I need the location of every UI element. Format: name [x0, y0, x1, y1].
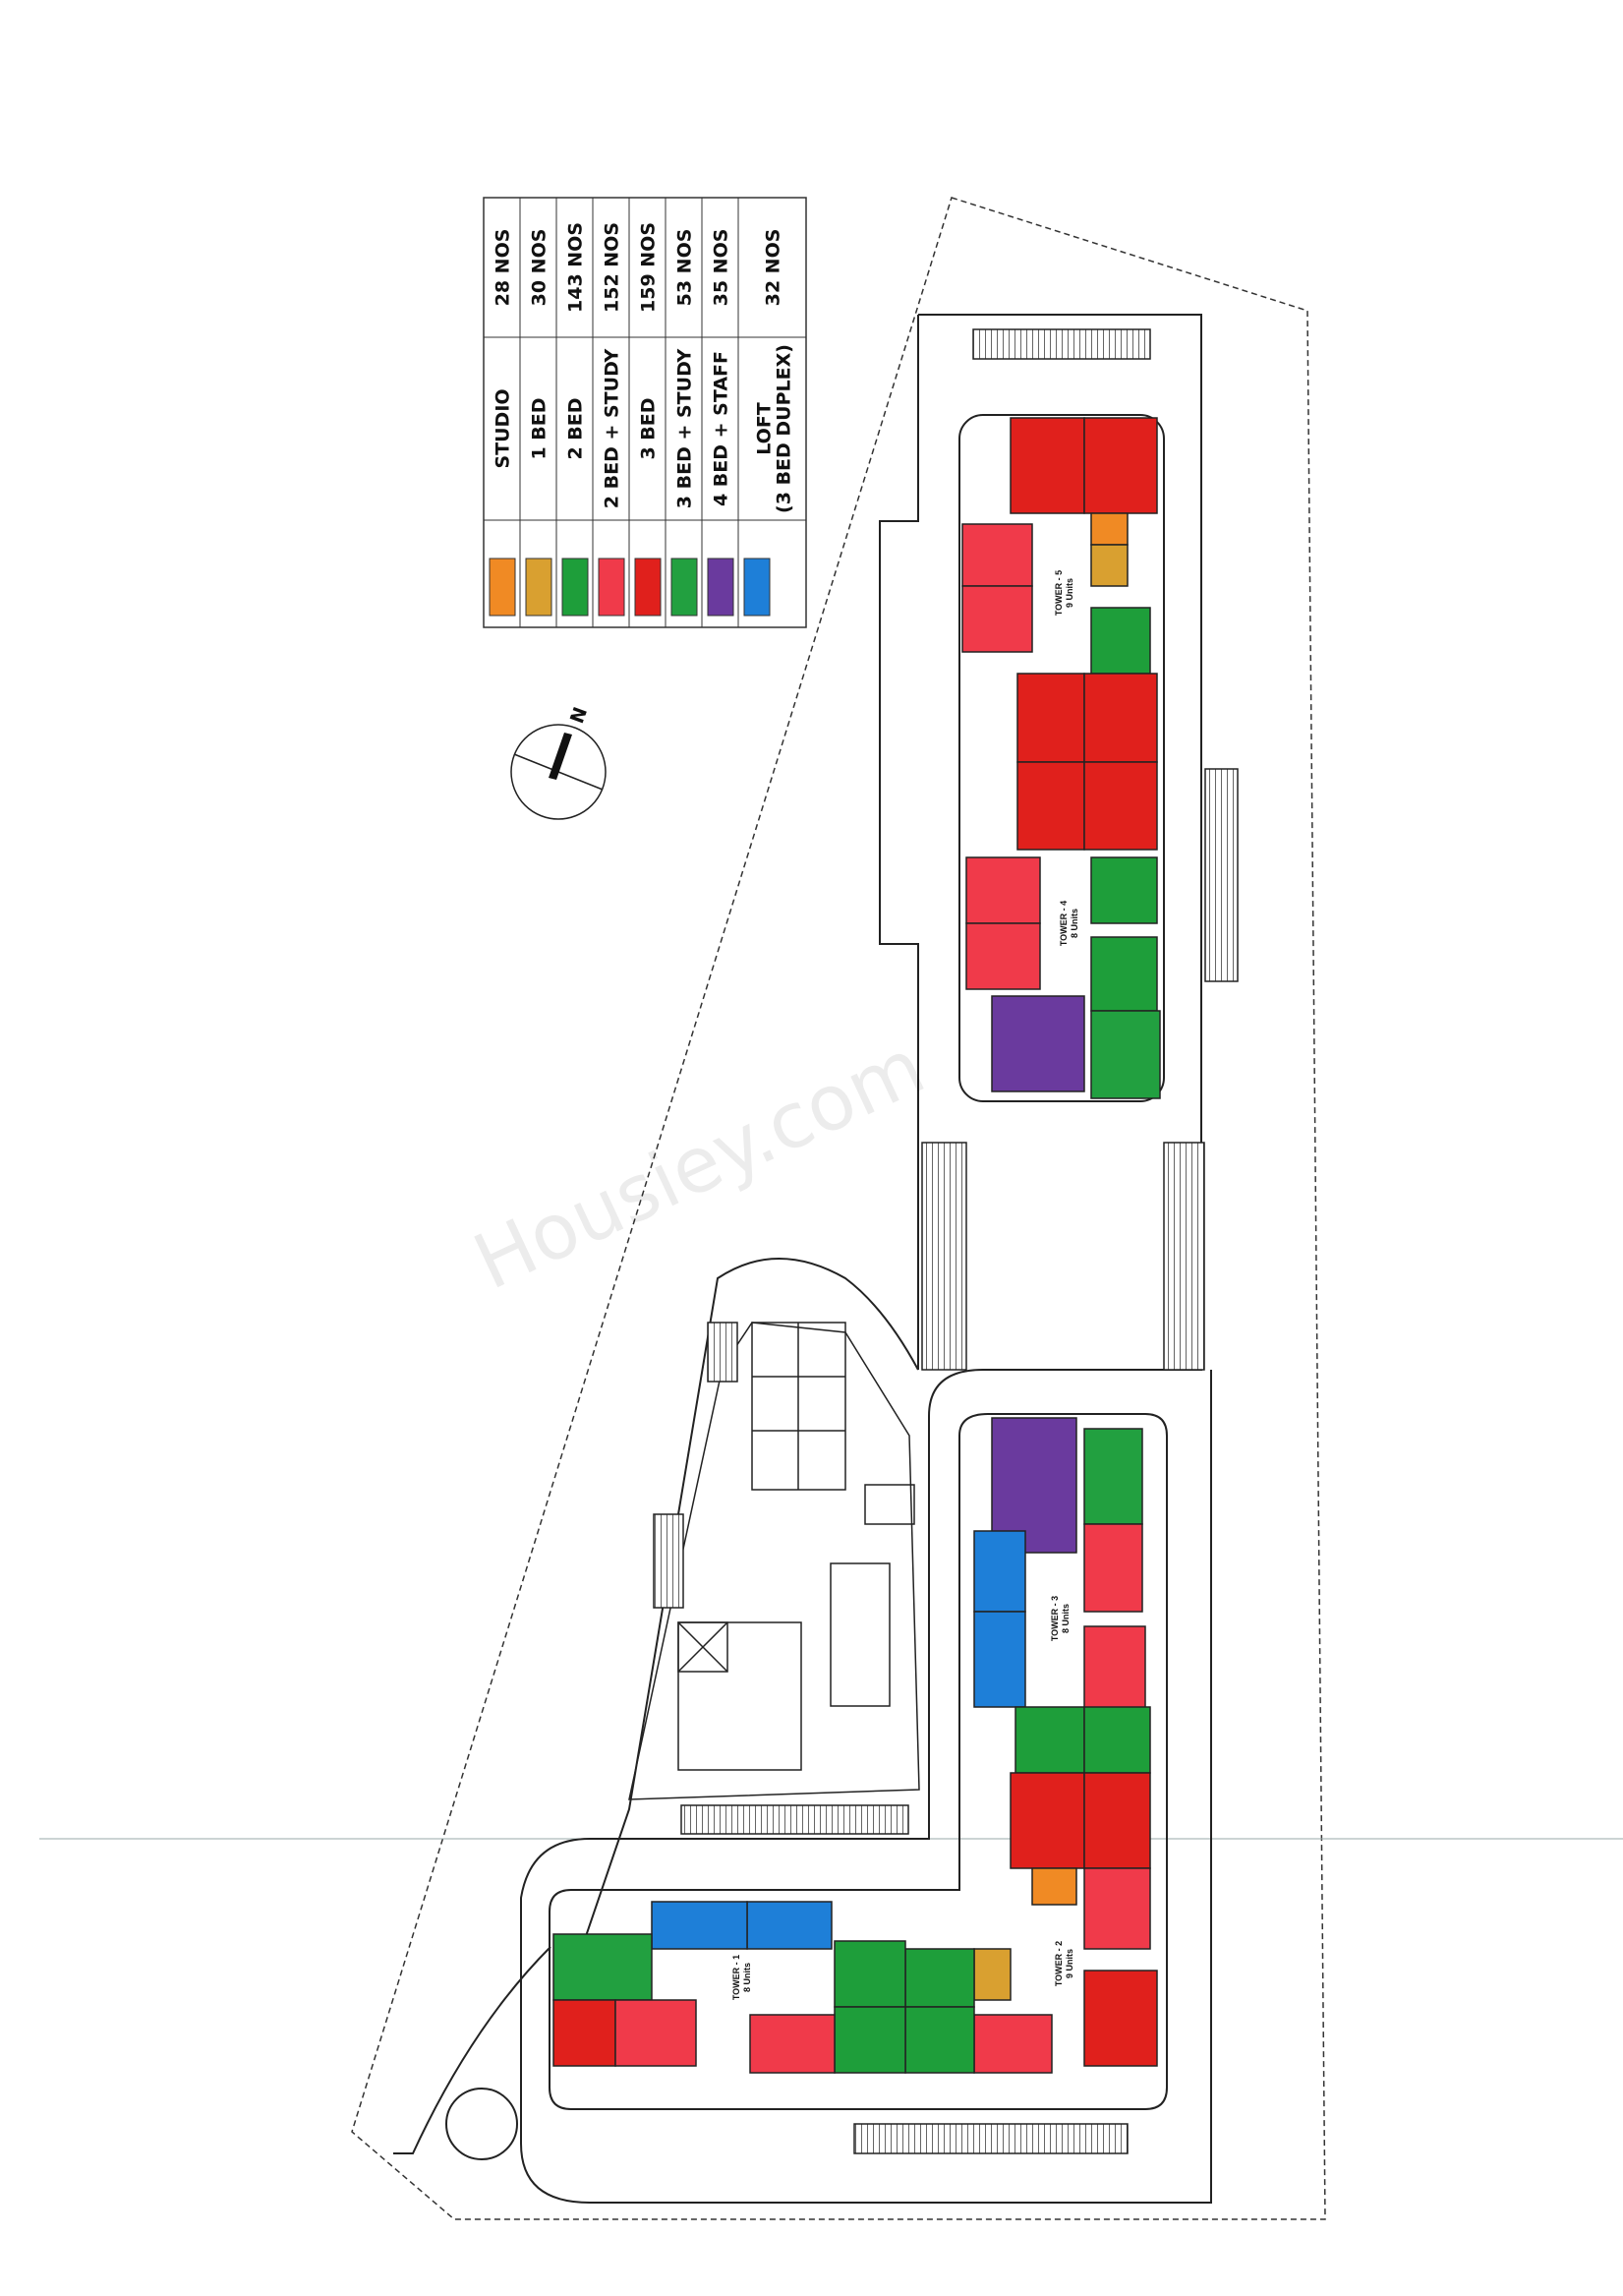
legend-count: 152 NOS	[602, 222, 623, 313]
unit-loft	[973, 1530, 1026, 1613]
legend-count: 143 NOS	[565, 222, 587, 313]
legend-count: 159 NOS	[638, 222, 660, 313]
legend-label: 1 BED	[529, 397, 551, 459]
legend-label: LOFT	[754, 402, 776, 455]
site-boundary	[351, 197, 1326, 2220]
tower-4-units	[965, 761, 1161, 1099]
svg-text:N: N	[566, 704, 592, 726]
tower-label-5: TOWER - 5 9 Units	[1054, 570, 1074, 616]
unit-3bed-study	[552, 1933, 653, 2001]
unit-2bed-study	[614, 1999, 697, 2067]
tower-label-4: TOWER - 4 8 Units	[1059, 901, 1079, 946]
unit-2bed	[904, 2006, 975, 2074]
legend-swatch	[634, 558, 662, 617]
legend-count: 30 NOS	[529, 229, 551, 307]
unit-3bed	[1010, 1772, 1085, 1869]
unit-2bed-study	[965, 922, 1041, 990]
legend-swatch	[707, 558, 734, 617]
unit-1bed	[1090, 544, 1129, 587]
unit-2bed	[834, 2006, 906, 2074]
unit-2bed	[1083, 1706, 1151, 1774]
tower-5-units	[961, 417, 1158, 763]
unit-studio	[1031, 1867, 1077, 1906]
legend-count: 53 NOS	[674, 229, 696, 307]
unit-2bed-study	[965, 856, 1041, 924]
unit-4bed-staff	[991, 1417, 1077, 1554]
legend-label: 4 BED + STAFF	[711, 351, 732, 506]
unit-2bed	[1090, 936, 1158, 1012]
legend-swatch	[743, 558, 771, 617]
tower-2-units	[904, 1772, 1158, 2074]
svg-text:9 Units: 9 Units	[1065, 1949, 1074, 1978]
unit-2bed-study	[1083, 1523, 1143, 1613]
unit-2bed	[1090, 607, 1151, 675]
legend-count: 35 NOS	[711, 229, 732, 307]
legend-label: STUDIO	[493, 388, 514, 468]
unit-3bed	[1083, 1772, 1151, 1869]
svg-text:TOWER - 2: TOWER - 2	[1054, 1941, 1064, 1986]
roads	[393, 314, 1212, 2204]
unit-2bed	[904, 1948, 975, 2008]
watermark: Housiey.com	[461, 1023, 937, 1308]
unit-3bed	[1083, 761, 1158, 851]
unit-studio	[1090, 512, 1129, 546]
legend-label: (3 BED DUPLEX)	[774, 344, 795, 513]
legend-swatch	[561, 558, 589, 617]
tower-3-units	[973, 1417, 1151, 1774]
legend-label: 2 BED + STUDY	[602, 349, 623, 509]
unit-3bed	[1016, 673, 1085, 763]
unit-4bed-staff	[991, 995, 1085, 1092]
svg-text:8 Units: 8 Units	[742, 1963, 752, 1992]
unit-2bed-study	[961, 585, 1033, 653]
ramps	[653, 328, 1239, 2154]
legend-label: 3 BED	[638, 397, 660, 459]
unit-3bed	[552, 1999, 616, 2067]
unit-3bed-study	[1090, 1010, 1161, 1099]
tower-label-3: TOWER - 3 8 Units	[1050, 1596, 1071, 1641]
legend-count: 32 NOS	[763, 229, 784, 307]
unit-loft	[651, 1901, 748, 1950]
unit-3bed	[1083, 673, 1158, 763]
unit-2bed-study	[973, 2014, 1053, 2074]
svg-text:TOWER - 3: TOWER - 3	[1050, 1596, 1060, 1641]
unit-2bed	[1090, 856, 1158, 924]
unit-1bed	[973, 1948, 1012, 2001]
svg-text:TOWER - 4: TOWER - 4	[1059, 901, 1069, 946]
unit-3bed	[1083, 417, 1158, 514]
unit-2bed-study	[1083, 1867, 1151, 1950]
legend-swatch	[525, 558, 552, 617]
legend-label: 3 BED + STUDY	[674, 349, 696, 509]
svg-text:TOWER - 1: TOWER - 1	[731, 1955, 741, 2000]
unit-2bed	[834, 1940, 906, 2008]
unit-loft	[746, 1901, 833, 1950]
tower-1-units	[552, 1901, 906, 2074]
legend-swatch	[598, 558, 625, 617]
north-arrow-icon: N	[510, 704, 607, 820]
svg-text:TOWER - 5: TOWER - 5	[1054, 570, 1064, 616]
unit-2bed-study	[749, 2014, 836, 2074]
unit-3bed	[1083, 1970, 1158, 2067]
unit-loft	[973, 1611, 1026, 1708]
unit-2bed-study	[961, 523, 1033, 587]
svg-text:8 Units: 8 Units	[1070, 909, 1079, 938]
tower-label-2: TOWER - 2 9 Units	[1054, 1941, 1074, 1986]
legend-swatch	[670, 558, 698, 617]
tower-label-1: TOWER - 1 8 Units	[731, 1955, 752, 2000]
svg-text:9 Units: 9 Units	[1065, 578, 1074, 608]
legend-swatch	[489, 558, 516, 617]
unit-2bed-study	[1083, 1625, 1146, 1715]
unit-3bed-study	[1083, 1428, 1143, 1525]
legend-count: 28 NOS	[493, 229, 514, 307]
unit-3bed	[1010, 417, 1085, 514]
svg-text:8 Units: 8 Units	[1061, 1604, 1071, 1633]
unit-2bed	[1014, 1706, 1085, 1774]
unit-legend: STUDIO 28 NOS 1 BED 30 NOS 2 BED 143 NOS 2 BED…	[483, 197, 807, 628]
legend-label: 2 BED	[565, 397, 587, 459]
unit-3bed	[1016, 761, 1085, 851]
